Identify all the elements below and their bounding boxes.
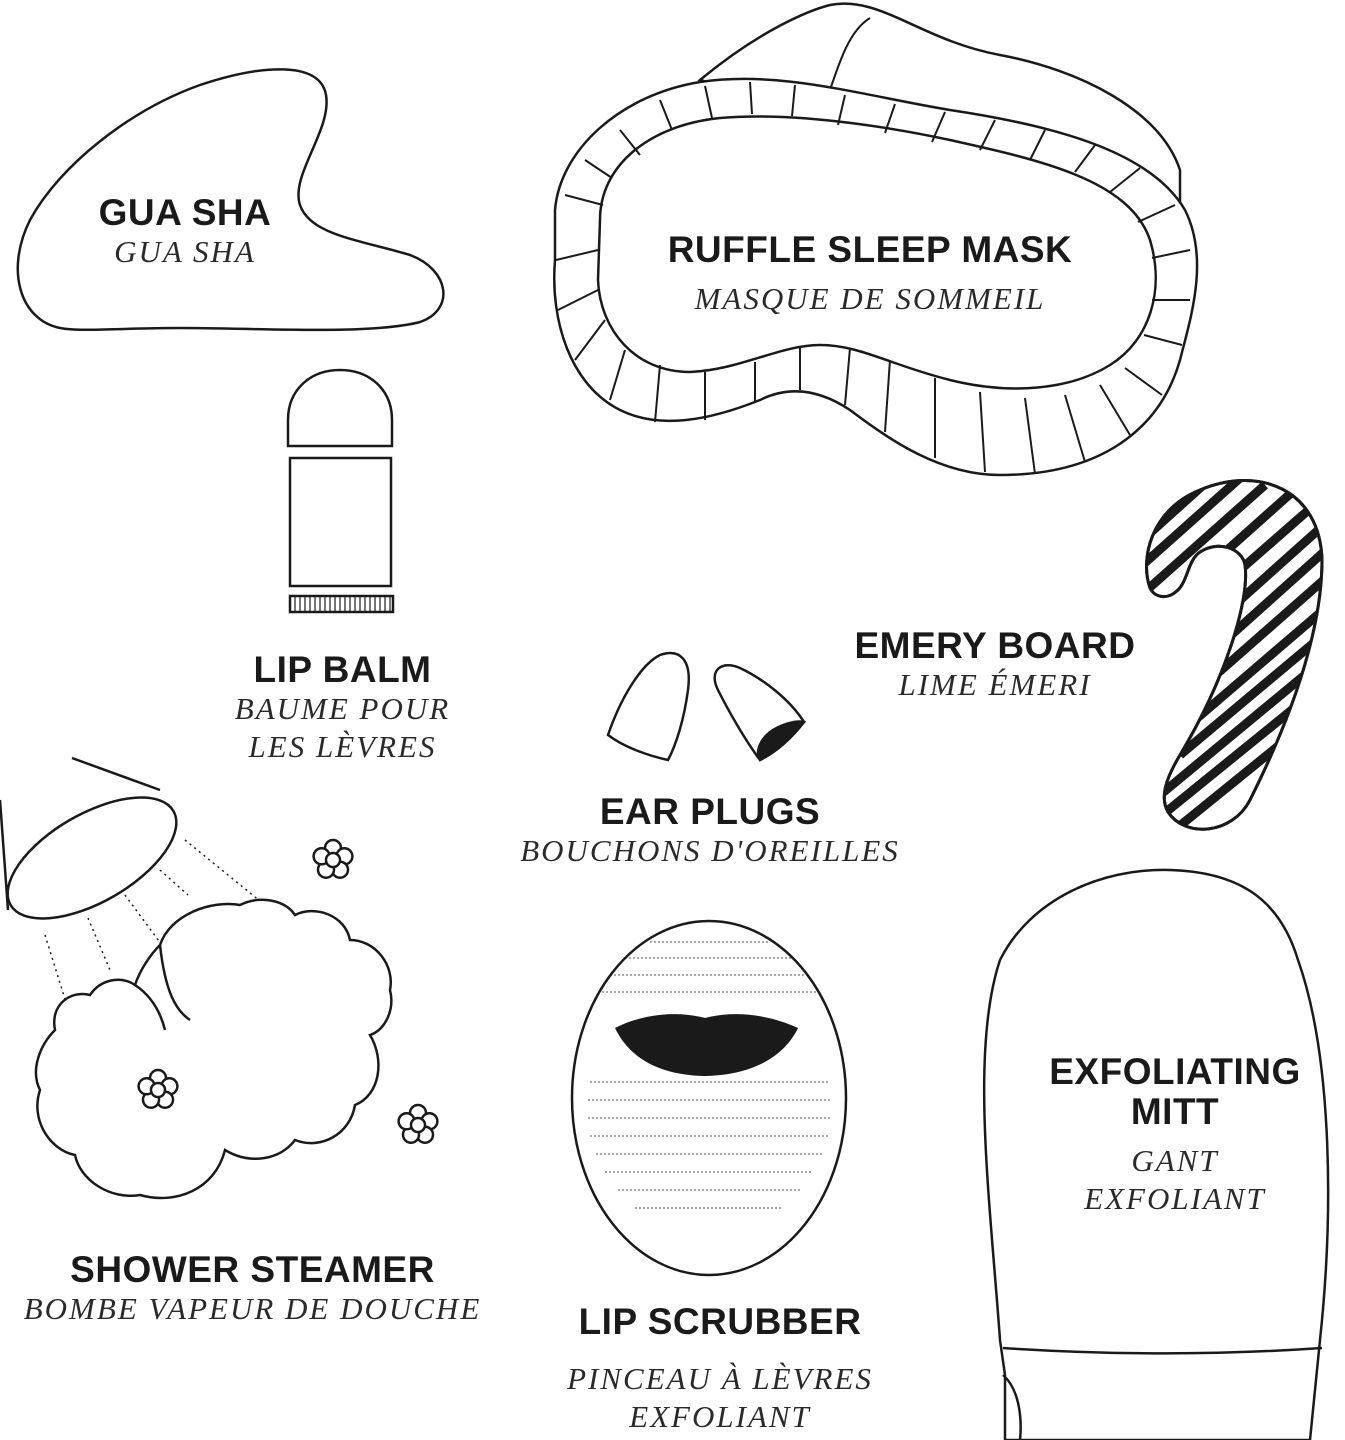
lip-scrubber-illustration (570, 919, 848, 1277)
exfoliating-mitt-name: EXFOLIATING MITT (1049, 1051, 1301, 1132)
flower-icon (312, 838, 354, 879)
ear-plugs-illustration (606, 651, 807, 762)
lip-scrubber-name: LIP SCRUBBER (578, 1301, 862, 1342)
sleep-mask-label: RUFFLE SLEEP MASK MASQUE DE SOMMEIL (640, 230, 1100, 318)
exfoliating-mitt-illustration (982, 868, 1330, 1440)
emery-board-label: EMERY BOARD LIME ÉMERI (845, 626, 1145, 704)
gua-sha-illustration (16, 68, 445, 332)
gua-sha-translation: GUA SHA (114, 234, 256, 269)
shower-steamer-name: SHOWER STEAMER (70, 1249, 435, 1290)
sleep-mask-name: RUFFLE SLEEP MASK (667, 229, 1073, 270)
ear-plugs-label: EAR PLUGS BOUCHONS D'OREILLES (510, 792, 910, 870)
sleep-mask-illustration (553, 2, 1199, 477)
emery-board-name: EMERY BOARD (854, 625, 1136, 666)
ear-plugs-translation: BOUCHONS D'OREILLES (520, 833, 900, 868)
gua-sha-label: GUA SHA GUA SHA (60, 193, 310, 271)
shower-steamer-translation: BOMBE VAPEUR DE DOUCHE (23, 1291, 482, 1326)
emery-board-illustration (1145, 479, 1324, 831)
lip-balm-name: LIP BALM (253, 649, 432, 690)
emery-board-translation: LIME ÉMERI (898, 667, 1092, 702)
ear-plugs-name: EAR PLUGS (599, 791, 821, 832)
shower-steamer-illustration (0, 756, 393, 1200)
flower-icon (397, 1103, 439, 1144)
shower-steamer-label: SHOWER STEAMER BOMBE VAPEUR DE DOUCHE (20, 1250, 485, 1328)
sleep-mask-translation: MASQUE DE SOMMEIL (694, 281, 1046, 316)
gua-sha-name: GUA SHA (98, 192, 272, 233)
lip-balm-illustration (286, 368, 395, 614)
